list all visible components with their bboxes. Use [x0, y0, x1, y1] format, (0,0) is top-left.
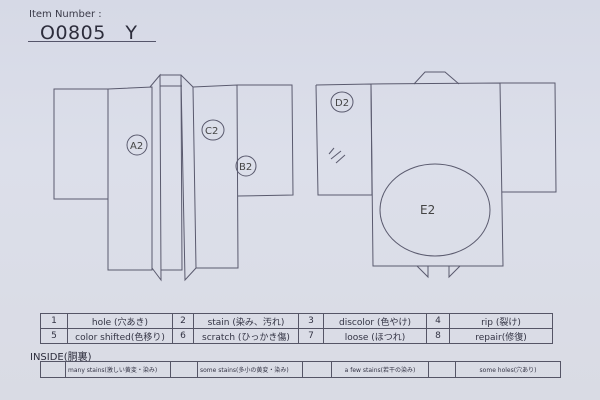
- inside-title: INSIDE(胴裏): [30, 352, 92, 363]
- inside-checkbox-many-stains[interactable]: [40, 361, 66, 378]
- legend-text: rip (裂け): [449, 313, 553, 329]
- legend-num: 1: [40, 313, 68, 329]
- legend-num: 2: [172, 313, 194, 329]
- marker-c2: C2: [205, 126, 218, 137]
- item-number-underline: [28, 41, 156, 42]
- inside-options-table: many stains(激しい黄変・染み) some stains(多小の黄変・…: [40, 361, 561, 378]
- inside-checkbox-some-holes[interactable]: [428, 361, 456, 378]
- legend-text: discolor (色やけ): [323, 313, 427, 329]
- inside-checkbox-few-stains[interactable]: [302, 361, 332, 378]
- legend-text: color shifted(色移り): [67, 328, 173, 344]
- legend-row: 5 color shifted(色移り) 6 scratch (ひっかき傷) 7…: [40, 328, 553, 344]
- inside-checkbox-some-stains[interactable]: [170, 361, 198, 378]
- marker-d2: D2: [335, 98, 349, 109]
- marker-e2: E2: [420, 203, 435, 217]
- legend-text: loose (ほつれ): [323, 328, 427, 344]
- inside-row: many stains(激しい黄変・染み) some stains(多小の黄変・…: [40, 361, 561, 378]
- legend-text: scratch (ひっかき傷): [193, 328, 299, 344]
- item-number-label: Item Number :: [29, 9, 102, 20]
- inside-option-some-holes: some holes(穴あり): [455, 361, 561, 378]
- legend-row: 1 hole (穴あき) 2 stain (染み、汚れ) 3 discolor …: [40, 313, 553, 329]
- legend-num: 6: [172, 328, 194, 344]
- damage-legend-table: 1 hole (穴あき) 2 stain (染み、汚れ) 3 discolor …: [40, 313, 553, 344]
- legend-num: 8: [426, 328, 450, 344]
- legend-num: 7: [298, 328, 324, 344]
- legend-num: 4: [426, 313, 450, 329]
- inside-option-few-stains: a few stains(若干の染み): [331, 361, 429, 378]
- inside-option-many-stains: many stains(激しい黄変・染み): [65, 361, 171, 378]
- marker-a2: A2: [130, 141, 143, 152]
- legend-num: 3: [298, 313, 324, 329]
- marker-b2: B2: [239, 162, 252, 173]
- front-diagram: [53, 73, 294, 282]
- legend-text: stain (染み、汚れ): [193, 313, 299, 329]
- inside-option-some-stains: some stains(多小の黄変・染み): [197, 361, 303, 378]
- item-number-value: O0805 Y: [40, 22, 138, 44]
- legend-text: hole (穴あき): [67, 313, 173, 329]
- legend-num: 5: [40, 328, 68, 344]
- legend-text: repair(修復): [449, 328, 553, 344]
- back-diagram: [315, 71, 557, 279]
